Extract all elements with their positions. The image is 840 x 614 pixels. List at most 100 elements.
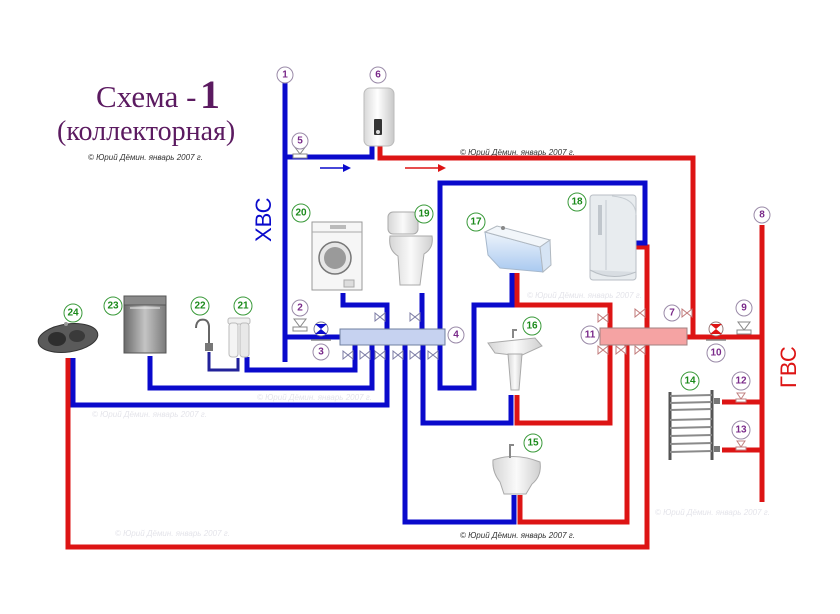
svg-text:21: 21 <box>237 301 249 312</box>
svg-text:2: 2 <box>297 303 303 314</box>
svg-text:14: 14 <box>684 376 696 387</box>
title-subtitle: (коллекторная) <box>57 116 235 147</box>
dishwasher-icon <box>123 295 167 354</box>
marker-20: 20 <box>291 203 311 223</box>
marker-24: 24 <box>63 303 83 323</box>
svg-text:4: 4 <box>453 330 459 341</box>
hot-pipe-bidet <box>517 345 630 525</box>
hot-water-manifold <box>599 327 688 346</box>
cold-water-manifold <box>339 328 446 346</box>
svg-text:10: 10 <box>710 348 722 359</box>
cold-pipe-shower <box>437 180 648 329</box>
marker-10: 10 <box>706 343 726 363</box>
hot-water-pipes <box>65 146 765 550</box>
cold-water-label: ХВС <box>251 197 276 242</box>
copyright-watermark-faint: © Юрий Дёмин. январь 2007 г. <box>257 393 372 402</box>
valve-icon[interactable] <box>374 312 386 322</box>
marker-17: 17 <box>466 212 486 232</box>
svg-text:17: 17 <box>470 217 482 228</box>
svg-text:20: 20 <box>295 208 307 219</box>
svg-text:5: 5 <box>297 136 303 147</box>
hot-pressure-reducer-icon[interactable] <box>706 321 726 341</box>
valve-icon[interactable] <box>409 312 421 322</box>
copyright-watermark: © Юрий Дёмин. январь 2007 г. <box>460 148 575 157</box>
title-prefix: Схема - <box>96 79 196 114</box>
shutoff-tap-icon[interactable] <box>735 392 747 403</box>
cold-pipe-filter-faucet <box>207 352 240 372</box>
valve-icon[interactable] <box>634 308 646 318</box>
marker-22: 22 <box>190 296 210 316</box>
cold-pipe-kitchen-sink <box>70 345 390 408</box>
valve-icon[interactable] <box>409 350 421 360</box>
marker-13: 13 <box>731 420 751 440</box>
marker-16: 16 <box>522 316 542 336</box>
cold-flow-arrow-icon <box>343 164 351 172</box>
valve-icon[interactable] <box>615 345 627 355</box>
valve-icon[interactable] <box>374 350 386 360</box>
cold-pipe-washbasin <box>420 345 514 426</box>
svg-text:12: 12 <box>735 376 747 387</box>
marker-15: 15 <box>523 433 543 453</box>
scheme-title: Схема - 1 (коллекторная) <box>57 72 235 147</box>
svg-text:1: 1 <box>282 70 288 81</box>
cold-pressure-reducer-icon[interactable] <box>311 321 331 341</box>
cold-pipe-bath <box>437 273 515 391</box>
drinking-water-faucet-icon <box>195 318 213 351</box>
marker-5: 5 <box>291 132 309 150</box>
marker-18: 18 <box>567 192 587 212</box>
marker-6: 6 <box>369 66 387 84</box>
hot-pipe-shower <box>634 244 650 329</box>
valve-icon[interactable] <box>597 313 609 323</box>
copyright-watermark-faint: © Юрий Дёмин. январь 2007 г. <box>655 508 770 517</box>
svg-text:8: 8 <box>759 210 765 221</box>
copyright-watermark-faint: © Юрий Дёмин. январь 2007 г. <box>92 410 207 419</box>
copyright-watermark: © Юрий Дёмин. январь 2007 г. <box>460 531 575 540</box>
title-number: 1 <box>200 72 220 117</box>
svg-text:19: 19 <box>418 209 430 220</box>
water-heater-icon <box>363 87 395 147</box>
cold-pipe-washer <box>340 293 390 329</box>
svg-text:3: 3 <box>318 347 324 358</box>
hot-flow-arrow-icon <box>438 164 446 172</box>
cold-pipe-filter <box>244 345 358 373</box>
hot-pipe-heater-outlet <box>377 146 696 337</box>
svg-text:7: 7 <box>669 308 675 319</box>
hot-water-label: ГВС <box>776 346 801 388</box>
valve-icon[interactable] <box>681 308 693 318</box>
copyright-watermark: © Юрий Дёмин. январь 2007 г. <box>88 153 203 162</box>
valve-icon[interactable] <box>342 350 354 360</box>
marker-9: 9 <box>735 299 753 317</box>
cold-water-pipes <box>70 82 648 525</box>
valve-icon[interactable] <box>392 350 404 360</box>
cold-pipe-bidet <box>402 345 517 525</box>
svg-text:15: 15 <box>527 438 539 449</box>
washbasin-icon <box>487 329 543 391</box>
shutoff-tap-icon[interactable] <box>736 321 752 335</box>
hot-pipe-bath <box>514 273 613 329</box>
shower-cabin-icon <box>589 194 637 281</box>
marker-12: 12 <box>731 371 751 391</box>
svg-text:23: 23 <box>107 301 119 312</box>
valve-icon[interactable] <box>427 350 439 360</box>
shutoff-tap-icon[interactable] <box>735 440 747 451</box>
copyright-watermark-faint: © Юрий Дёмин. январь 2007 г. <box>115 529 230 538</box>
svg-text:22: 22 <box>194 301 206 312</box>
svg-text:9: 9 <box>741 303 747 314</box>
cold-pipe-heater-inlet <box>285 146 375 160</box>
marker-21: 21 <box>233 296 253 316</box>
kitchen-sink-icon <box>37 322 99 353</box>
hot-pipe-washbasin <box>514 345 613 426</box>
marker-11: 11 <box>580 325 600 345</box>
valve-icon[interactable] <box>597 345 609 355</box>
marker-2: 2 <box>291 299 309 317</box>
svg-text:11: 11 <box>585 330 596 341</box>
svg-text:18: 18 <box>571 197 583 208</box>
copyright-watermark-faint: © Юрий Дёмин. январь 2007 г. <box>527 291 642 300</box>
washing-machine-icon <box>311 221 363 291</box>
valve-icon[interactable] <box>634 345 646 355</box>
shutoff-tap-icon[interactable] <box>292 318 308 332</box>
valve-icon[interactable] <box>359 350 371 360</box>
marker-8: 8 <box>753 206 771 224</box>
water-filter-icon <box>227 317 251 358</box>
